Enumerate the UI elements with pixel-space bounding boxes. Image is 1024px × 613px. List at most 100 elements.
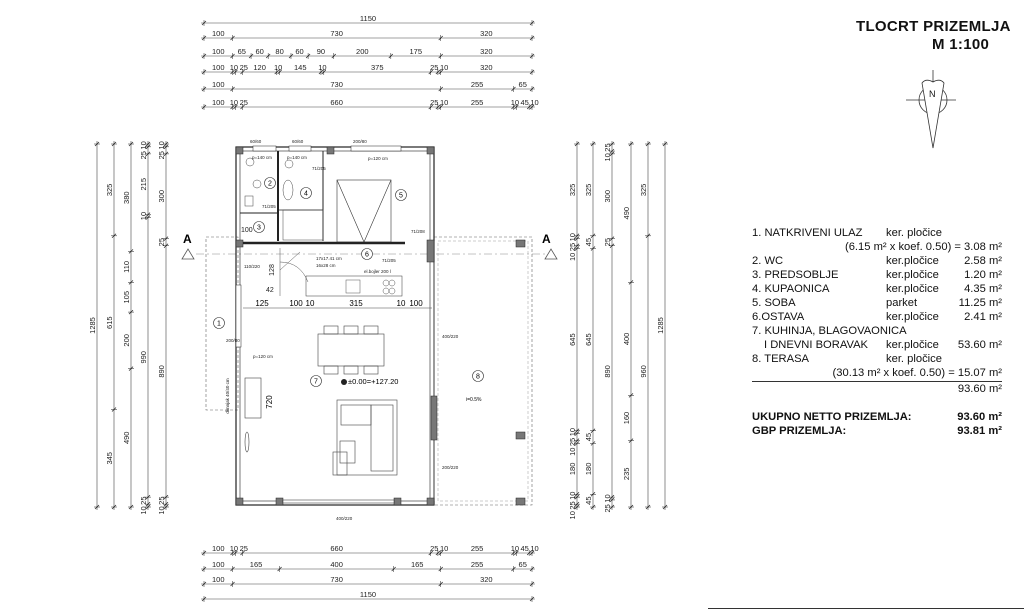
dimension-value: 180 <box>568 463 577 476</box>
room-name: 1. NATKRIVENI ULAZ <box>752 227 863 239</box>
dimension-value: 730 <box>330 575 343 584</box>
room-number: 8 <box>476 374 480 381</box>
note-south-door: 400/220 <box>336 516 353 521</box>
dimension-value: 10 <box>603 153 612 161</box>
dimension-value: 10 <box>568 492 577 500</box>
dimension-value: 300 <box>603 190 612 203</box>
note-door-wc: 71/205 <box>262 204 276 209</box>
net-area-label: UKUPNO NETTO PRIZEMLJA: <box>752 411 912 423</box>
room-material: ker.pločice <box>886 311 939 323</box>
dimension-value: 255 <box>471 560 484 569</box>
room-number-circle <box>395 189 407 201</box>
kitchen-dimension-value: 10 <box>306 299 315 308</box>
dimension-value: 255 <box>471 544 484 553</box>
room-number: 2 <box>268 181 272 188</box>
dimension-value: 235 <box>622 468 631 481</box>
dimension-value: 490 <box>122 432 131 445</box>
schedule-calc: (30.13 m² x koef. 0.50) = 15.07 m² <box>832 367 1002 379</box>
dimension-value: 100 <box>212 544 225 553</box>
dimension-value: 10 <box>568 448 577 456</box>
dimension-value: 10 <box>511 544 519 553</box>
schedule-row: 7. KUHINJA, BLAGOVAONICA <box>752 324 1002 338</box>
room-name: 8. TERASA <box>752 353 809 365</box>
room-schedule: 1. NATKRIVENI ULAZ ker. pločice (6.15 m² x… <box>752 226 1002 438</box>
north-label: N <box>929 89 936 99</box>
note-win-wc: 60/60 <box>250 139 262 144</box>
drawing-scale: M 1:100 <box>932 36 990 53</box>
dimension-value: 1150 <box>360 14 376 23</box>
columns <box>235 146 526 506</box>
kitchen-dimension-value: 10 <box>397 299 406 308</box>
kitchen-dimension-value: 100 <box>409 299 423 308</box>
dimension-value: 25 <box>157 496 166 504</box>
room-number: 1 <box>217 321 221 328</box>
room-material: ker.pločice <box>886 339 939 351</box>
dimension-value: 160 <box>622 412 631 425</box>
dimension-value: 45 <box>521 98 529 107</box>
gross-area-value: 93.81 m² <box>957 425 1002 437</box>
dimension-value: 325 <box>584 184 593 197</box>
room-number: 6 <box>365 252 369 259</box>
room-number-circle <box>264 177 276 189</box>
dimension-value: 25 <box>603 238 612 246</box>
dimension-value: 25 <box>240 98 248 107</box>
dim-42: 42 <box>266 287 274 294</box>
dimension-value: 10 <box>139 141 148 149</box>
room-area: 2.41 m² <box>964 311 1002 323</box>
room-area: 4.35 m² <box>964 283 1002 295</box>
schedule-row: (30.13 m² x koef. 0.50) = 15.07 m² <box>752 366 1002 380</box>
sanitary-fixtures <box>244 157 324 241</box>
room-material: parket <box>886 297 918 309</box>
level-marker-icon <box>341 379 347 385</box>
room-area: 2.58 m² <box>964 255 1002 267</box>
dimension-value: 890 <box>603 365 612 378</box>
dimension-value: 80 <box>275 47 283 56</box>
covered-entrance-outline <box>205 236 239 411</box>
dimension-value: 10 <box>440 63 448 72</box>
dimension-value: 320 <box>480 63 493 72</box>
schedule-row: 8. TERASA ker. pločice <box>752 352 1002 366</box>
note-stair2: 16x28 cm <box>316 263 336 268</box>
title-block-edge <box>708 608 1024 609</box>
dimension-value: 25 <box>568 243 577 251</box>
note-chimney: dimnjak 40/40 cm <box>225 378 230 414</box>
dimension-value: 10 <box>139 212 148 220</box>
dimension-value: 490 <box>622 207 631 220</box>
room-name: 3. PREDSOBLJE <box>752 269 839 281</box>
dimension-value: 645 <box>568 333 577 346</box>
note-terrace-door1: 400/220 <box>442 334 459 339</box>
dimension-value: 325 <box>568 184 577 197</box>
dimension-value: 145 <box>294 63 307 72</box>
room-area: 1.20 m² <box>964 269 1002 281</box>
schedule-calc: (6.15 m² x koef. 0.50) = 3.08 m² <box>844 241 1002 253</box>
dimension-value: 10 <box>318 63 326 72</box>
dimension-value: 90 <box>317 47 325 56</box>
dimension-value: 10 <box>511 98 519 107</box>
dimension-value: 1150 <box>360 590 376 599</box>
dimension-value: 25 <box>603 143 612 151</box>
dimension-value: 10 <box>568 511 577 519</box>
dimension-value: 730 <box>330 29 343 38</box>
room-material: ker. pločice <box>886 353 942 365</box>
room-name: 4. KUPAONICA <box>752 283 830 295</box>
dimension-value: 100 <box>212 80 225 89</box>
dimension-value: 25 <box>430 544 438 553</box>
note-entry-window-height: p=120 cm <box>253 354 273 359</box>
room-number: 3 <box>257 225 261 232</box>
dimension-value: 120 <box>253 63 266 72</box>
net-area-value: 93.60 m² <box>957 411 1002 423</box>
dimension-value: 320 <box>480 29 493 38</box>
dimension-value: 200 <box>122 334 131 347</box>
dimension-value: 65 <box>519 560 527 569</box>
room-number-circle <box>472 370 484 382</box>
note-wc-window: p=140 cm <box>252 155 272 160</box>
note-win-room: 200/80 <box>353 139 367 144</box>
stairs-and-kitchen <box>279 248 403 297</box>
dimension-value: 100 <box>212 63 225 72</box>
room-number-circle <box>213 317 225 329</box>
